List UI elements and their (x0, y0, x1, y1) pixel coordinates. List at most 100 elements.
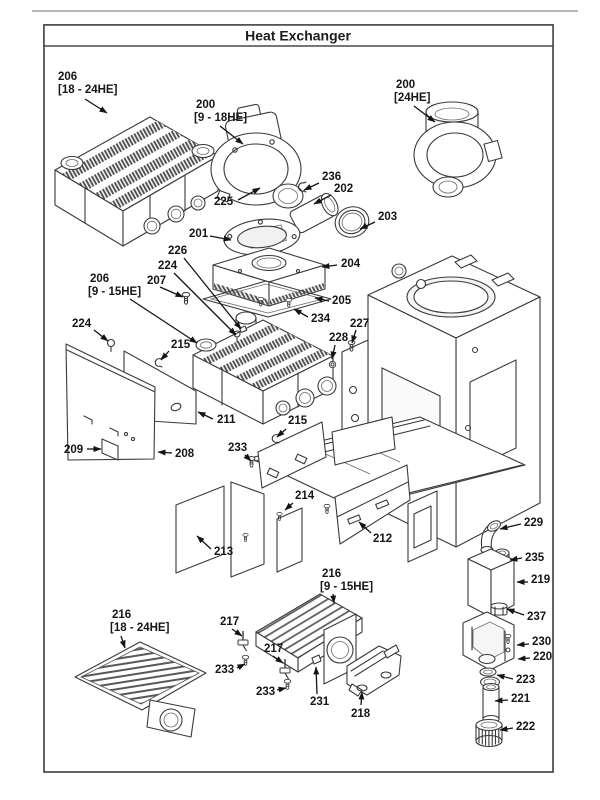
callout-label: 215 (288, 415, 308, 427)
callout-211: 211 (197, 411, 236, 426)
callout-label: 230 (532, 636, 551, 648)
grommet-224 (106, 338, 116, 353)
leader-line (119, 635, 126, 649)
leader-line (506, 608, 525, 616)
leader-line (351, 329, 358, 344)
leader-line (303, 182, 320, 191)
callout-sub: [9 - 18HE] (194, 112, 247, 124)
part-flue-cylinder-202 (289, 192, 339, 234)
callout-226: 226 (168, 245, 242, 330)
part-cap-222 (475, 718, 503, 748)
callout-label: 219 (531, 574, 550, 586)
screw-233-a (247, 456, 256, 468)
washer-228 (328, 360, 337, 369)
callout-231: 231 (310, 666, 330, 708)
leader-line (231, 628, 243, 637)
callout-225: 225 (214, 187, 261, 208)
callout-label: 201 (189, 228, 209, 240)
callout-236: 236 (303, 171, 341, 191)
leader-line (276, 686, 287, 693)
callout-220: 220 (517, 651, 552, 663)
leader-line (517, 655, 531, 662)
part-gasket-205 (202, 280, 332, 318)
leader-line (359, 221, 376, 230)
leader-line (413, 105, 436, 123)
callout-label: 234 (311, 313, 331, 325)
part-burner-grid-large (74, 641, 207, 738)
callout-228: 228 (329, 332, 349, 360)
callout-label: 220 (533, 651, 552, 663)
callout-215-mid: 215 (276, 415, 308, 438)
leader-line (160, 350, 170, 361)
callout-label: 209 (64, 444, 83, 456)
callout-label: 233 (228, 442, 247, 454)
callout-222: 222 (499, 721, 535, 733)
callout-219: 219 (516, 574, 550, 586)
callout-sub: [9 - 15HE] (88, 286, 141, 298)
callout-233-mid: 233 (228, 442, 252, 462)
callout-212: 212 (358, 521, 392, 545)
callout-233-left: 233 (215, 663, 246, 676)
leader-line (236, 663, 246, 671)
callout-label: 221 (511, 693, 531, 705)
callout-215-left: 215 (160, 339, 191, 361)
callout-224-mid: 224 (158, 260, 237, 336)
leader-line (358, 691, 365, 706)
callout-label: 205 (332, 295, 352, 307)
part-panel-set-213 (175, 481, 303, 578)
leader-line (93, 329, 109, 342)
callout-227: 227 (350, 318, 369, 344)
callout-sub: [9 - 15HE] (320, 581, 373, 593)
callout-label: 204 (341, 258, 361, 270)
callout-label: 203 (378, 211, 397, 223)
leader-line (321, 263, 338, 269)
part-burner-finned-small (254, 593, 364, 685)
callout-label: 207 (147, 275, 166, 287)
leader-line (314, 296, 330, 303)
callout-218: 218 (351, 691, 371, 720)
callout-label: 225 (214, 196, 234, 208)
leader-line (272, 655, 284, 664)
screw-212-side (323, 504, 331, 514)
leader-line (499, 523, 522, 531)
callout-216-9-15he: 216 [9 - 15HE] (320, 568, 373, 604)
callout-202: 202 (313, 183, 353, 205)
callout-233-bottom: 233 (256, 686, 287, 698)
leader-line (219, 125, 244, 145)
callout-label: 202 (334, 183, 353, 195)
callout-sub: [18 - 24HE] (58, 84, 118, 96)
callout-205: 205 (314, 295, 352, 307)
callout-label: 229 (524, 517, 543, 529)
callout-label: 217 (220, 616, 239, 628)
callout-234: 234 (293, 308, 331, 325)
callout-sub: [18 - 24HE] (110, 622, 170, 634)
leader-line (499, 725, 514, 732)
part-bracket-220 (462, 611, 515, 671)
part-heat-exchanger-large (54, 116, 219, 247)
leader-line (209, 235, 232, 242)
callout-217-left: 217 (220, 616, 243, 637)
callout-208: 208 (157, 448, 195, 460)
part-washers-223 (479, 667, 501, 688)
callout-213: 213 (196, 535, 233, 558)
callout-label: 223 (516, 674, 535, 686)
callout-label: 236 (322, 171, 341, 183)
callout-label: 222 (516, 721, 535, 733)
callout-230: 230 (516, 636, 551, 648)
part-manifold-218 (346, 644, 402, 697)
part-panel-212 (323, 464, 411, 545)
part-fan-assembly-small (210, 103, 304, 209)
callout-229: 229 (499, 517, 543, 531)
callout-label: 216 (322, 568, 341, 580)
callout-217-mid: 217 (264, 643, 284, 664)
part-nut-237 (490, 602, 508, 616)
leader-line (509, 555, 523, 562)
callout-235: 235 (509, 552, 545, 564)
leader-line (183, 257, 242, 330)
leader-line (358, 521, 372, 534)
callout-label: 216 (112, 609, 131, 621)
title-band: Heat Exchanger (43, 24, 554, 47)
callout-label: 231 (310, 696, 330, 708)
title-box (43, 24, 554, 47)
